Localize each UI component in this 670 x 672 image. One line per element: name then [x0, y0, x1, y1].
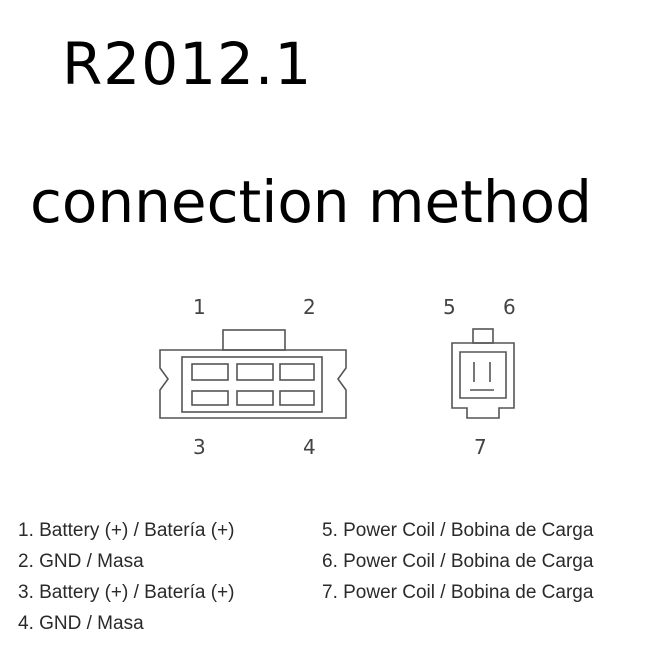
pin-slot — [191, 363, 229, 381]
connector-2pin-latch — [472, 328, 494, 344]
connector-4pin-inner — [181, 356, 323, 413]
legend-item: 2. GND / Masa — [18, 551, 144, 572]
pin-label-1: 1 — [193, 295, 206, 319]
pin-label-5: 5 — [443, 295, 456, 319]
legend-right: 5. Power Coil / Bobina de Carga 6. Power… — [322, 515, 593, 608]
connector-4pin-latch — [222, 329, 286, 351]
page-title: R2012.1 — [62, 30, 313, 98]
connector-2pin — [451, 328, 515, 419]
pin-label-3: 3 — [193, 435, 206, 459]
pin-slot — [236, 363, 274, 381]
connector-2pin-housing — [451, 342, 515, 419]
pin-slot — [279, 390, 315, 406]
legend-item: 4. GND / Masa — [18, 613, 144, 634]
legend-item: 5. Power Coil / Bobina de Carga — [322, 520, 594, 541]
pin-label-2: 2 — [303, 295, 316, 319]
page-subtitle: connection method — [30, 168, 592, 236]
connector-4pin — [159, 329, 347, 419]
pin-label-4: 4 — [303, 435, 316, 459]
pin-slot — [236, 390, 274, 406]
legend-item: 7. Power Coil / Bobina de Carga — [322, 582, 594, 603]
connector-2pin-inner — [459, 351, 507, 399]
legend-item: 6. Power Coil / Bobina de Carga — [322, 551, 594, 572]
pin-label-6: 6 — [503, 295, 516, 319]
pin-slot — [279, 363, 315, 381]
legend-item: 1. Battery (+) / Batería (+) — [18, 520, 235, 541]
legend-item: 3. Battery (+) / Batería (+) — [18, 582, 235, 603]
pin-slot — [191, 390, 229, 406]
legend-left: 1. Battery (+) / Batería (+) 2. GND / Ma… — [18, 515, 234, 639]
connector-4pin-housing — [159, 349, 347, 419]
pin-label-7: 7 — [474, 435, 487, 459]
